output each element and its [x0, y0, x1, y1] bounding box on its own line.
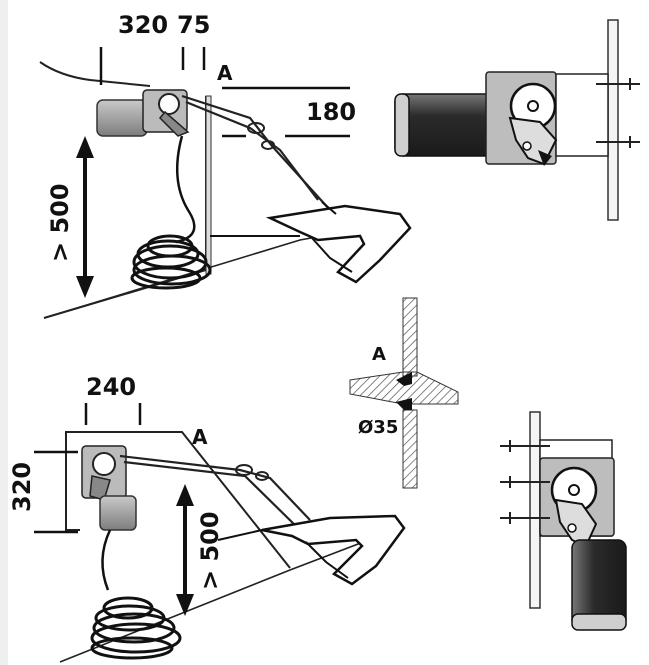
bottom-width-label: 240	[86, 373, 136, 401]
detail-hole-label: Ø35	[358, 417, 398, 438]
bottom-cable-coil	[90, 596, 182, 660]
detail-wall-lower	[402, 409, 418, 489]
detail-fitting-top	[396, 372, 412, 386]
top-power-cable	[175, 135, 196, 244]
top-bracket	[205, 95, 212, 275]
bottom-cable-2	[123, 460, 301, 531]
bottom-anchor	[261, 514, 406, 586]
bottom-anchor-shank	[217, 529, 263, 541]
bottom-drum	[92, 452, 116, 476]
bottom-hull-line	[59, 527, 401, 663]
detail-fitting-bottom	[396, 398, 412, 410]
top-detail-motor	[394, 93, 496, 157]
top-detail-pawl	[538, 150, 552, 166]
bottom-detail-wall	[529, 411, 541, 609]
top-detail-lever-pin	[522, 141, 532, 151]
bottom-height-label: > 500	[196, 511, 224, 590]
top-cable-coil	[130, 234, 212, 290]
top-rope-line	[39, 61, 151, 87]
top-height-arrow-up	[76, 136, 94, 158]
top-detail-bracket	[555, 73, 609, 157]
top-anchor-pin	[321, 201, 337, 215]
bottom-link	[255, 471, 269, 481]
top-winch-diagram: 320 75 A 180 > 500	[39, 11, 412, 319]
bottom-shackle	[235, 464, 253, 476]
bottom-height-arrow-up	[176, 484, 194, 506]
top-width-label-2: 75	[177, 11, 210, 39]
through-hole-detail: A Ø35	[349, 297, 459, 489]
bottom-detail-axle	[568, 484, 580, 496]
detail-point-label: A	[372, 344, 386, 365]
top-width-label-1: 320	[118, 11, 168, 39]
bottom-detail-lever-pin	[567, 523, 577, 533]
bottom-frame	[65, 431, 291, 569]
bottom-cable	[119, 454, 311, 521]
bottom-side-label: 320	[8, 462, 36, 512]
bottom-point-label: A	[192, 425, 208, 449]
page-edge	[0, 0, 8, 665]
top-winch-detail	[394, 19, 640, 221]
detail-wall-upper	[402, 297, 418, 377]
top-link	[261, 140, 275, 150]
top-height-arrow-down	[76, 276, 94, 298]
bottom-detail-bolts	[500, 440, 550, 524]
top-height-label: > 500	[46, 183, 74, 262]
bottom-winch-detail	[500, 411, 627, 631]
bottom-power-cable	[101, 529, 112, 591]
top-point-label: A	[217, 61, 233, 85]
top-detail-wall	[607, 19, 619, 221]
top-anchor	[265, 204, 412, 284]
bottom-height-arrow-down	[176, 594, 194, 616]
top-cable-2	[185, 100, 319, 201]
top-drum	[158, 93, 180, 115]
top-lever	[158, 110, 190, 137]
top-anchor-fluke	[311, 237, 353, 273]
bottom-motor	[99, 495, 137, 531]
top-detail-bolts	[596, 78, 640, 148]
top-offset-label: 180	[306, 98, 356, 126]
bottom-anchor-fluke	[305, 541, 349, 579]
detail-deck	[349, 371, 459, 405]
bottom-winch-diagram: 240 A 320 > 500	[8, 373, 406, 663]
top-detail-motor-cap	[394, 93, 410, 157]
top-motor	[96, 99, 148, 137]
top-shackle	[247, 122, 265, 134]
bottom-detail-motor-cap	[571, 613, 627, 631]
top-detail-axle	[527, 100, 539, 112]
